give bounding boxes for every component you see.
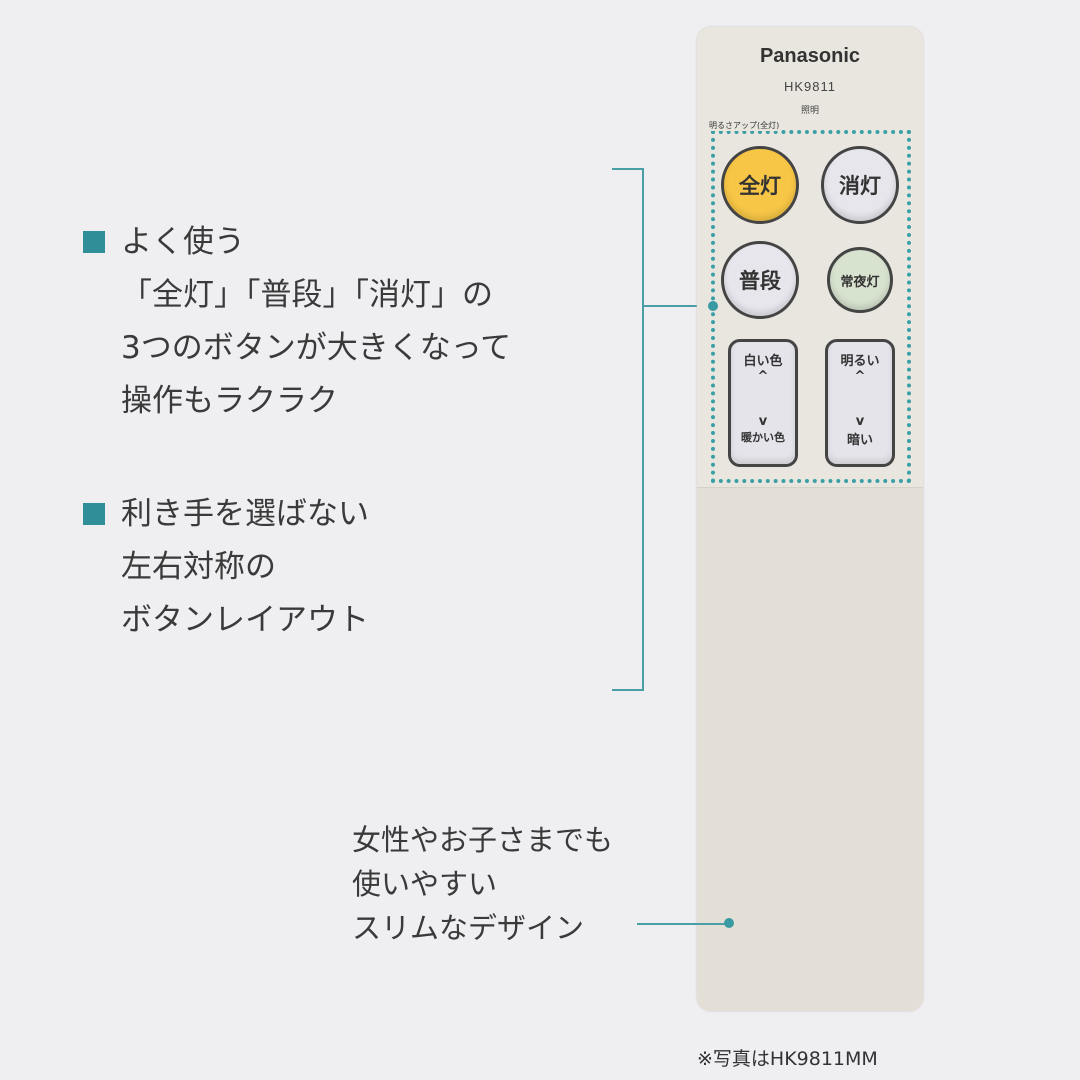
remote-lower-body [697, 487, 923, 1011]
slim-design-caption: 女性やお子さまでも 使いやすい スリムなデザイン [352, 818, 613, 950]
callout-bracket [612, 168, 644, 691]
bullet-square-icon [83, 231, 105, 253]
feature-text: 操作もラクラク [121, 383, 338, 419]
brand-logo: Panasonic [759, 45, 861, 67]
normal-button[interactable]: 普段 [721, 241, 799, 319]
feature-symmetric-layout: 利き手を選ばない 左右対称の ボタンレイアウト [83, 488, 369, 647]
feature-text: 左右対称の [121, 549, 276, 585]
off-button[interactable]: 消灯 [821, 146, 899, 224]
category-label: 照明 [800, 106, 819, 116]
night-light-button[interactable]: 常夜灯 [827, 247, 893, 313]
photo-footnote: ※写真はHK9811MM [697, 1048, 878, 1070]
model-number: HK9811 [783, 79, 836, 94]
color-up-label: 白い色 [743, 354, 783, 369]
feature-text: 利き手を選ばない [121, 496, 369, 532]
callout-dot [708, 301, 718, 311]
remote-control: Panasonic HK9811 照明 明るさアップ(全灯) 全灯 消灯 普段 … [697, 27, 923, 1011]
chevron-up-icon: ^ [854, 369, 866, 384]
bullet-square-icon [83, 503, 105, 525]
chevron-down-icon: v [855, 414, 865, 429]
feature-frequent-buttons: よく使う 「全灯」「普段」「消灯」の 3つのボタンが大きくなって 操作もラクラク [83, 216, 511, 428]
color-rocker-button[interactable]: 白い色 ^ v 暖かい色 [728, 339, 798, 467]
brightness-up-label: 明るい [840, 354, 880, 369]
feature-text: 3つのボタンが大きくなって [121, 330, 512, 366]
callout-line [644, 305, 714, 307]
callout-line [637, 923, 725, 925]
caption-line: スリムなデザイン [352, 911, 585, 945]
feature-text: ボタンレイアウト [121, 602, 369, 638]
full-on-button[interactable]: 全灯 [721, 146, 799, 224]
feature-text: よく使う [121, 224, 245, 260]
brightness-rocker-button[interactable]: 明るい ^ v 暗い [825, 339, 895, 467]
feature-text: 「全灯」「普段」「消灯」の [121, 277, 493, 313]
caption-line: 女性やお子さまでも [352, 823, 614, 857]
callout-dot [724, 918, 734, 928]
brightness-down-label: 暗い [846, 433, 873, 448]
chevron-up-icon: ^ [757, 369, 769, 384]
caption-line: 使いやすい [352, 867, 498, 901]
highlight-label: 明るさアップ(全灯) [709, 120, 780, 131]
color-down-label: 暖かい色 [741, 431, 785, 444]
chevron-down-icon: v [758, 414, 768, 429]
